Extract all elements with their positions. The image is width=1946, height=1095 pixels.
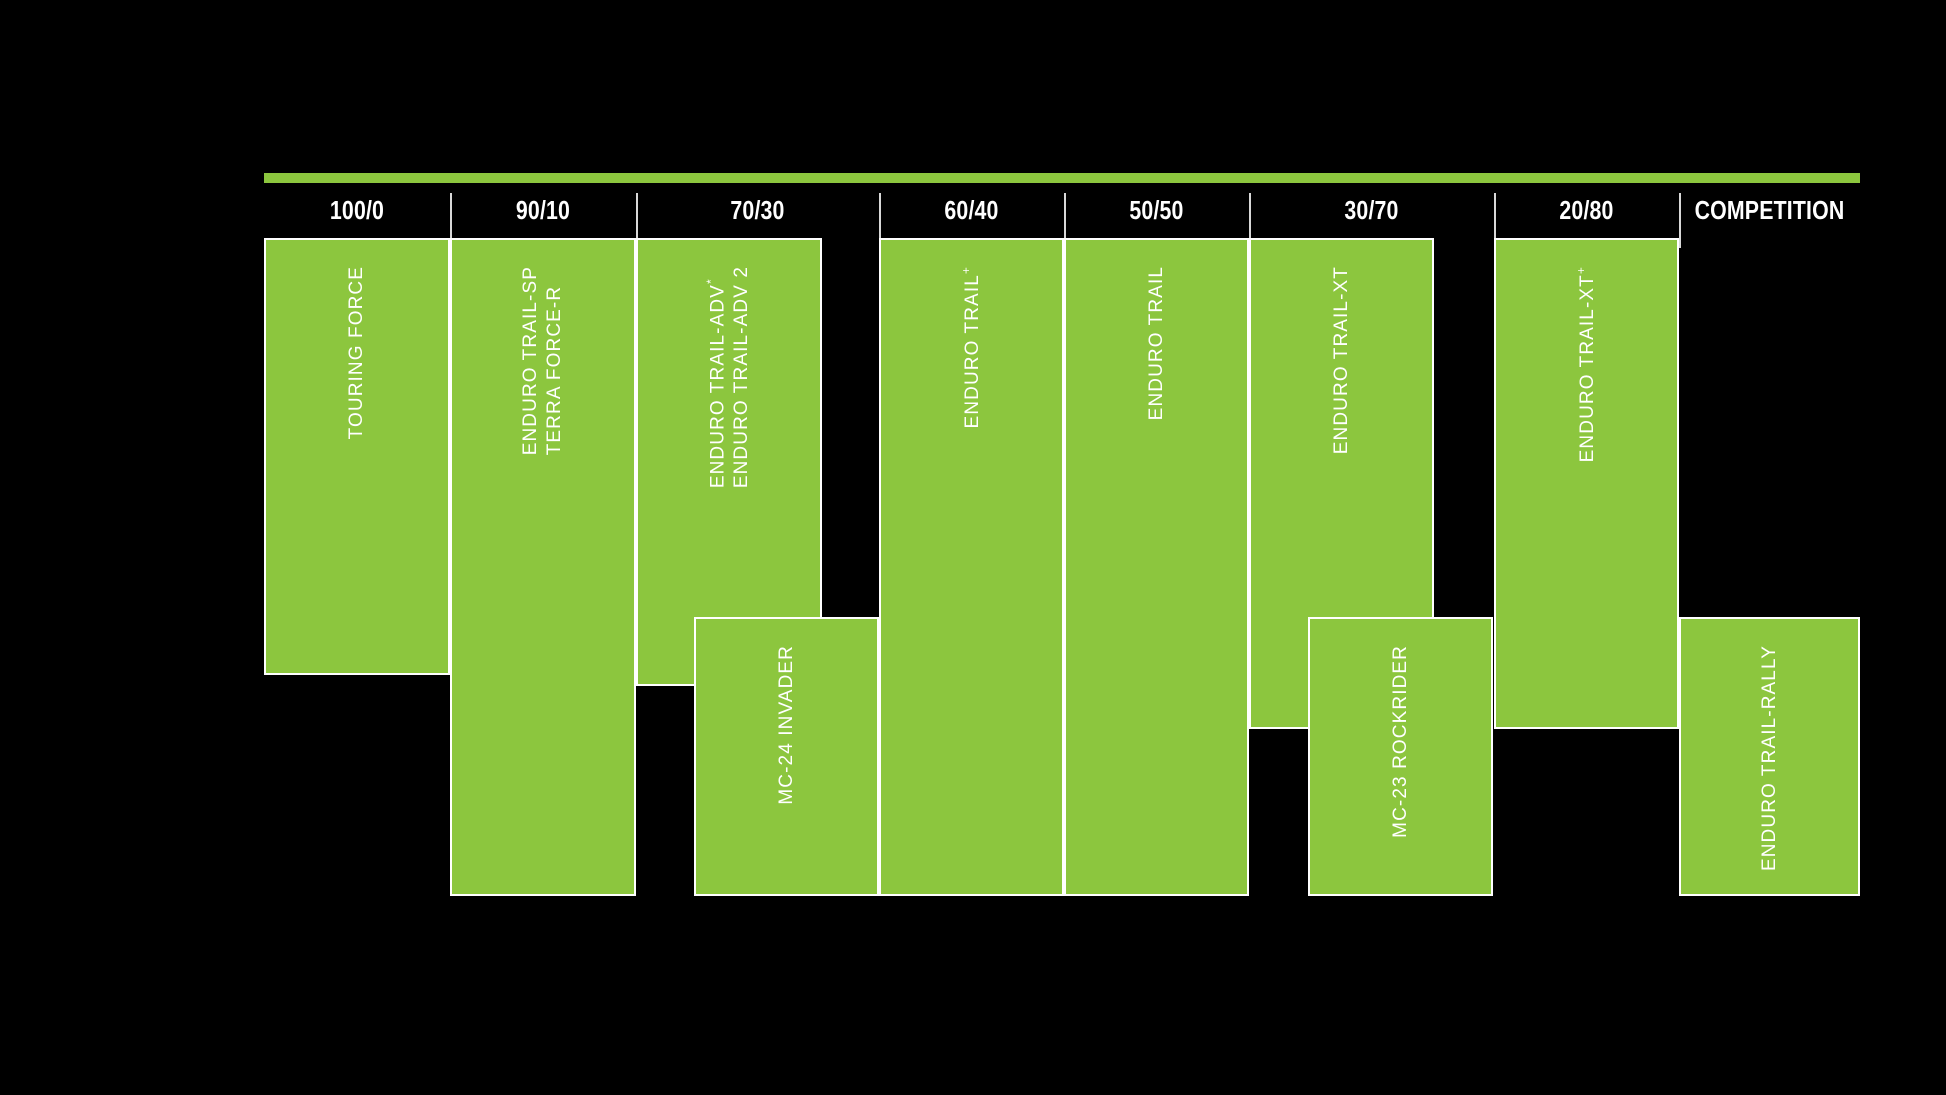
bar-enduro-trail-adv[interactable]: ENDURO TRAIL-ADV 2 ENDURO TRAIL-ADV* <box>636 238 822 686</box>
bar-enduro-trail-rally[interactable]: ENDURO TRAIL-RALLY <box>1679 617 1860 896</box>
header-separator <box>1249 193 1251 248</box>
bar-label-group: TERRA FORCE-R ENDURO TRAIL-SP <box>520 266 566 455</box>
header-separator <box>879 193 881 248</box>
bar-label-enduro-trail-rally: ENDURO TRAIL-RALLY <box>1758 645 1780 872</box>
bar-label-enduro-trail-adv: ENDURO TRAIL-ADV* <box>703 278 729 489</box>
bar-enduro-trail[interactable]: ENDURO TRAIL <box>1064 238 1249 896</box>
bar-label-enduro-trail-plus: ENDURO TRAIL+ <box>958 266 983 429</box>
bar-label-group: MC-23 ROCKRIDER <box>1390 645 1412 838</box>
column-header-70-30: 70/30 <box>730 195 785 225</box>
bar-terra-force-r[interactable]: TERRA FORCE-R ENDURO TRAIL-SP <box>450 238 636 896</box>
bar-label-terra-force-r: TERRA FORCE-R <box>544 285 565 456</box>
bar-label-group: ENDURO TRAIL-ADV 2 ENDURO TRAIL-ADV* <box>703 266 753 489</box>
column-header-20-80: 20/80 <box>1559 195 1614 225</box>
header-separator <box>1494 193 1496 248</box>
bar-label-group: TOURING FORCE <box>346 266 368 439</box>
header-separator <box>636 193 638 248</box>
header-separator <box>1064 193 1066 248</box>
bar-label-group: ENDURO TRAIL-RALLY <box>1759 645 1781 871</box>
column-header-competition: COMPETITION <box>1694 195 1845 225</box>
bar-label-group: ENDURO TRAIL-XT+ <box>1573 266 1598 463</box>
bar-label-enduro-trail-adv-2: ENDURO TRAIL-ADV 2 <box>731 266 753 489</box>
bar-enduro-trail-plus[interactable]: ENDURO TRAIL+ <box>879 238 1064 896</box>
bar-enduro-trail-xt-plus[interactable]: ENDURO TRAIL-XT+ <box>1494 238 1679 729</box>
column-header-100-0: 100/0 <box>329 195 385 225</box>
onoff-road-chart: 100/0 90/10 70/30 60/40 50/50 30/70 20/8… <box>264 173 1860 896</box>
bar-mc24-invader[interactable]: MC-24 INVADER <box>694 617 879 896</box>
accent-bar <box>264 173 1860 183</box>
bar-label-group: MC-24 INVADER <box>776 645 798 805</box>
bar-label-enduro-trail-xt-plus: ENDURO TRAIL-XT+ <box>1573 266 1598 463</box>
bar-label-group: ENDURO TRAIL <box>1146 266 1168 420</box>
column-header-50-50: 50/50 <box>1129 195 1184 225</box>
header-separator <box>450 193 452 248</box>
asterisk-mark: * <box>703 278 718 285</box>
bar-label-enduro-trail-sp: ENDURO TRAIL-SP <box>520 266 542 456</box>
bar-touring-force[interactable]: TOURING FORCE <box>264 238 450 675</box>
bar-label-mc24-invader: MC-24 INVADER <box>775 645 797 805</box>
bar-label-touring-force: TOURING FORCE <box>346 266 368 440</box>
bar-label-enduro-trail: ENDURO TRAIL <box>1145 266 1167 421</box>
column-header-90-10: 90/10 <box>515 195 571 225</box>
plus-mark: + <box>958 266 973 275</box>
column-header-row: 100/0 90/10 70/30 60/40 50/50 30/70 20/8… <box>264 183 1860 248</box>
bar-label-enduro-trail-xt: ENDURO TRAIL-XT <box>1330 266 1352 455</box>
column-header-30-70: 30/70 <box>1344 195 1399 225</box>
bars-plot-area: TOURING FORCE TERRA FORCE-R ENDURO TRAIL… <box>264 238 1860 896</box>
plus-mark: + <box>1573 266 1588 275</box>
bar-label-group: ENDURO TRAIL+ <box>958 266 983 429</box>
header-separator <box>1679 193 1681 248</box>
bar-label-mc23-rockrider: MC-23 ROCKRIDER <box>1389 645 1411 838</box>
bar-label-group: ENDURO TRAIL-XT <box>1331 266 1353 454</box>
column-header-60-40: 60/40 <box>944 195 999 225</box>
bar-mc23-rockrider[interactable]: MC-23 ROCKRIDER <box>1308 617 1493 896</box>
